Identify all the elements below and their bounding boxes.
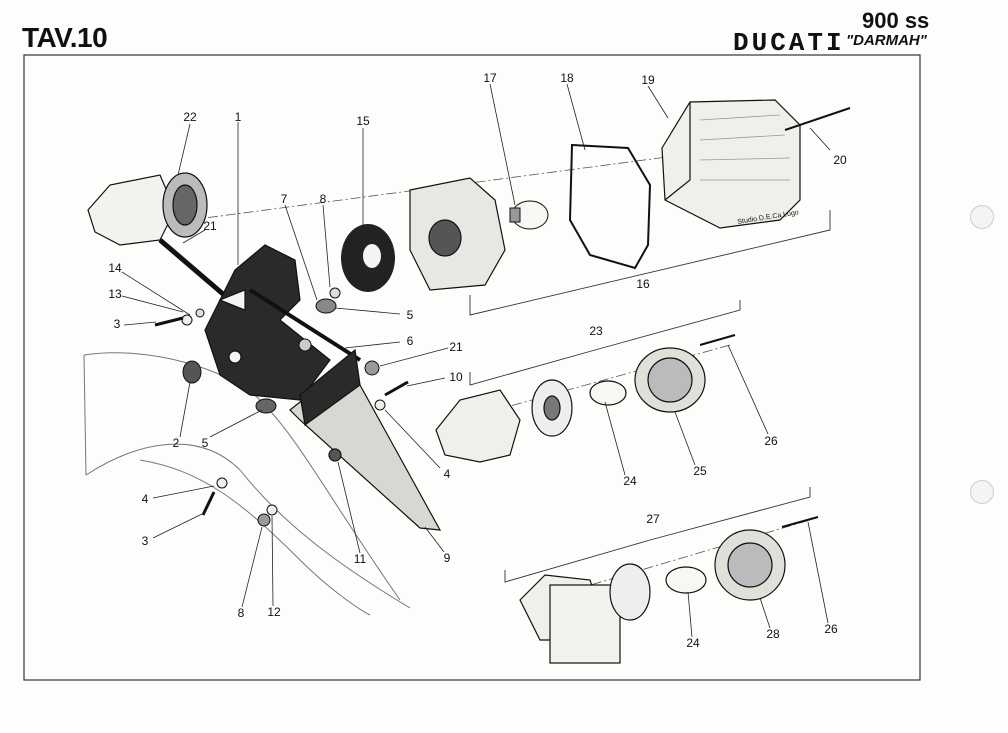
lamp-base-16: [409, 177, 506, 291]
callout-1: 1: [234, 110, 242, 124]
binder-hole-top: [970, 205, 994, 229]
callout-24-top: 24: [623, 474, 637, 488]
callout-17: 17: [483, 71, 497, 85]
callout-22: 22: [183, 110, 197, 124]
leader-lines: [121, 83, 831, 638]
mounting-bracket-1: [204, 244, 331, 401]
callout-6: 6: [406, 334, 414, 348]
callout-2: 2: [172, 436, 180, 450]
callout-13: 13: [108, 287, 122, 301]
drawing-frame: [23, 54, 921, 681]
callout-21-mid: 21: [449, 340, 463, 354]
callout-14: 14: [108, 261, 122, 275]
bracket-16: [469, 210, 831, 316]
plate-holder-9: [289, 348, 442, 531]
callout-26-low: 26: [824, 622, 838, 636]
callout-11: 11: [353, 552, 367, 566]
indicator-assembly-23: [435, 334, 736, 463]
callout-3-top: 3: [113, 317, 121, 331]
callout-19: 19: [641, 73, 655, 87]
callout-24-low: 24: [686, 636, 700, 650]
callout-18: 18: [560, 71, 574, 85]
callout-5-top: 5: [406, 308, 414, 322]
model-number: 900 ss: [862, 8, 930, 33]
bracket-23: [469, 300, 741, 386]
brand-logo: DUCATI: [733, 28, 845, 58]
seal-ring-18: [568, 143, 652, 270]
callout-28: 28: [766, 627, 780, 641]
threaded-rod-6: [248, 288, 362, 362]
callout-26-top: 26: [764, 434, 778, 448]
callout-8-low: 8: [237, 606, 245, 620]
callout-4-low: 4: [141, 492, 149, 506]
plate-number: TAV.10: [22, 22, 108, 53]
callout-12: 12: [267, 605, 281, 619]
gasket-15: [341, 224, 395, 292]
callout-10: 10: [449, 370, 463, 384]
callout-4-mid: 4: [443, 467, 451, 481]
callout-3-low: 3: [141, 534, 149, 548]
callout-8-top: 8: [319, 192, 327, 206]
indicator-lamp-22: [87, 172, 232, 302]
group-brackets: [469, 210, 831, 583]
callout-21-top: 21: [203, 219, 217, 233]
bracket-27: [504, 487, 811, 583]
hardware-cluster: [154, 287, 409, 527]
tail-lens-19: [661, 99, 801, 229]
callout-7: 7: [280, 192, 288, 206]
callout-16: 16: [636, 277, 650, 291]
screw-20: [784, 107, 851, 131]
callout-27: 27: [646, 512, 660, 526]
callout-20: 20: [833, 153, 847, 167]
bulb-17: [509, 200, 549, 230]
binder-hole-bottom: [970, 480, 994, 504]
callout-23: 23: [589, 324, 603, 338]
callout-25: 25: [693, 464, 707, 478]
callout-15: 15: [356, 114, 370, 128]
callout-9: 9: [443, 551, 451, 565]
model-variant: "DARMAH": [846, 32, 927, 49]
callout-5-mid: 5: [201, 436, 209, 450]
indicator-assembly-27: [519, 516, 819, 664]
